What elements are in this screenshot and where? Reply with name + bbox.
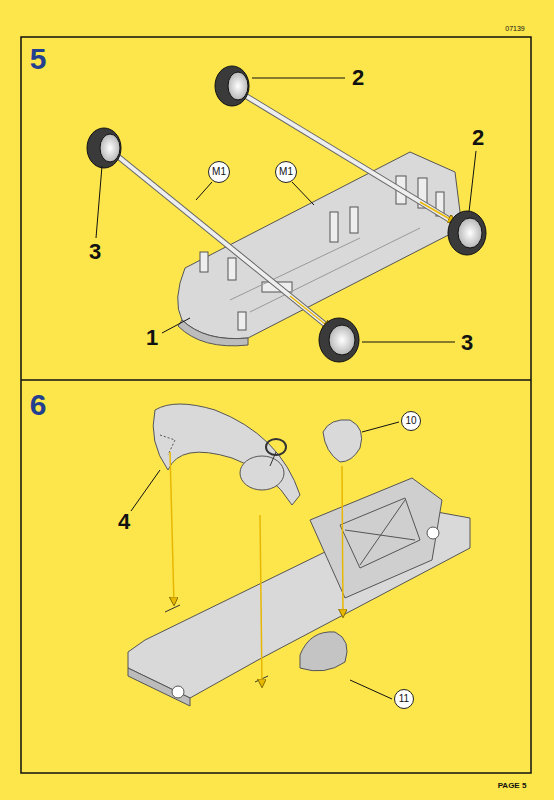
seat-part xyxy=(323,420,362,462)
part-number: 2 xyxy=(472,127,484,149)
step-number: 6 xyxy=(30,390,47,420)
callout-number: 10 xyxy=(405,416,416,426)
body-floor-part xyxy=(128,478,470,706)
page-number: PAGE 5 xyxy=(498,782,527,790)
callout-circle: 11 xyxy=(394,689,414,709)
part-number: 3 xyxy=(89,241,101,263)
callout-number: 11 xyxy=(399,694,409,704)
leader-line xyxy=(96,78,476,699)
page-code: 07139 xyxy=(505,25,524,32)
wheel xyxy=(87,66,486,362)
guide-arrow xyxy=(290,202,455,328)
callout-circle: M1 xyxy=(275,161,297,183)
part-number: 3 xyxy=(461,332,473,354)
dashboard-part xyxy=(153,404,300,505)
part-number: 2 xyxy=(352,67,364,89)
axle-rod xyxy=(110,90,460,330)
callout-number: M1 xyxy=(212,167,226,177)
callout-circle: M1 xyxy=(208,161,230,183)
panel-frame xyxy=(21,37,531,773)
guide-arrow xyxy=(170,452,343,686)
part-number: 1 xyxy=(146,327,158,349)
callout-number: M1 xyxy=(279,167,293,177)
part-number: 4 xyxy=(118,511,130,533)
step-number: 5 xyxy=(30,44,47,74)
callout-circle: 10 xyxy=(401,411,421,431)
